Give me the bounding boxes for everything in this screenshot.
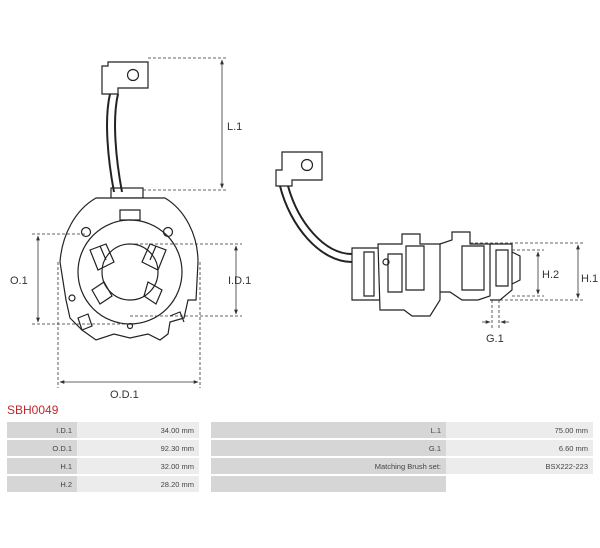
spec-label: H.1 bbox=[7, 458, 77, 474]
table-row: H.2 28.20 mm bbox=[7, 476, 593, 492]
technical-drawing: L.1 O.1 I.D.1 O.D.1 bbox=[10, 57, 598, 400]
label-od1: O.D.1 bbox=[110, 389, 139, 400]
label-g1: G.1 bbox=[486, 333, 504, 345]
right-view bbox=[275, 151, 521, 317]
label-o1: O.1 bbox=[10, 275, 28, 287]
table-row: O.D.1 92.30 mm G.1 6.60 mm bbox=[7, 440, 593, 456]
spec-label: I.D.1 bbox=[7, 422, 77, 438]
table-row: I.D.1 34.00 mm L.1 75.00 mm bbox=[7, 422, 593, 438]
spec-value: 28.20 mm bbox=[77, 476, 199, 492]
spec-value: BSX222-223 bbox=[446, 458, 593, 474]
spec-value: 92.30 mm bbox=[77, 440, 199, 456]
left-dimensions bbox=[32, 57, 242, 388]
left-view bbox=[59, 61, 199, 341]
specs-table: I.D.1 34.00 mm L.1 75.00 mm O.D.1 92.30 … bbox=[7, 420, 593, 494]
part-code: SBH0049 bbox=[7, 403, 59, 417]
spec-label: L.1 bbox=[211, 422, 446, 438]
spec-label: Matching Brush set: bbox=[211, 458, 446, 474]
spec-value bbox=[446, 476, 593, 492]
table-row: H.1 32.00 mm Matching Brush set: BSX222-… bbox=[7, 458, 593, 474]
spec-value: 75.00 mm bbox=[446, 422, 593, 438]
label-l1: L.1 bbox=[227, 121, 242, 133]
spec-value: 6.60 mm bbox=[446, 440, 593, 456]
spec-value: 32.00 mm bbox=[77, 458, 199, 474]
label-h1: H.1 bbox=[581, 273, 598, 285]
label-h2: H.2 bbox=[542, 269, 559, 281]
right-dimensions bbox=[470, 242, 584, 328]
spec-value: 34.00 mm bbox=[77, 422, 199, 438]
spec-label: H.2 bbox=[7, 476, 77, 492]
spec-label: O.D.1 bbox=[7, 440, 77, 456]
spec-label: G.1 bbox=[211, 440, 446, 456]
label-id1: I.D.1 bbox=[228, 275, 251, 287]
spec-label bbox=[211, 476, 446, 492]
